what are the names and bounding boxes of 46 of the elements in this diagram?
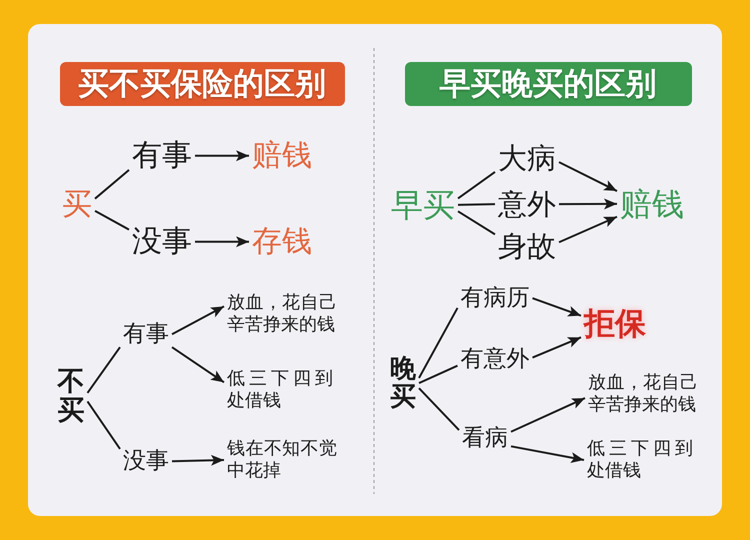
connector-line — [86, 400, 121, 450]
arrow — [558, 161, 618, 192]
heading-banner: 买不买保险的区别 — [60, 62, 344, 106]
arrow — [171, 346, 225, 384]
arrow — [195, 236, 249, 248]
connector-line — [86, 346, 121, 394]
arrow — [559, 198, 617, 210]
arrow — [532, 336, 582, 359]
connector-line — [418, 364, 458, 384]
arrow — [195, 150, 249, 162]
branch-text: 没事 — [120, 445, 172, 478]
branch-text: 看病 — [459, 422, 511, 454]
branch-text: 有事 — [120, 318, 172, 350]
arrow — [510, 397, 586, 433]
outcome-text: 钱在不知不觉中花掉 — [224, 434, 340, 486]
root-text: 早买 — [388, 184, 458, 226]
connector-line — [418, 387, 460, 431]
connector-line — [457, 210, 496, 236]
root-text: 买 — [59, 184, 95, 225]
arrow — [558, 216, 618, 244]
branch-text: 没事 — [129, 222, 195, 262]
arrow — [172, 454, 224, 466]
branch-text: 身故 — [495, 226, 559, 266]
branch-text: 意外 — [495, 184, 559, 224]
branch-text: 有病历 — [458, 282, 532, 314]
root-text: 不买 — [54, 364, 88, 429]
outcome-text: 放血，花自己辛苦挣来的钱 — [224, 288, 340, 340]
connector-line — [94, 169, 130, 200]
arrow — [510, 445, 584, 464]
outcome-text: 赔钱 — [617, 182, 687, 226]
arrow — [172, 305, 224, 336]
heading-banner: 早买晚买的区别 — [404, 62, 692, 106]
outcome-text: 存钱 — [249, 222, 315, 262]
connector-line — [418, 307, 458, 379]
branch-text: 有事 — [129, 136, 195, 176]
branch-text: 有意外 — [458, 343, 532, 376]
connector-line — [457, 171, 496, 200]
outcome-text: 低三下四到处借钱 — [224, 364, 336, 416]
outcome-text: 放血，花自己辛苦挣来的钱 — [585, 368, 701, 420]
outcome-text: 拒保 — [581, 304, 649, 346]
connector-line — [458, 203, 496, 206]
root-text: 晚买 — [387, 352, 419, 415]
outcome-text: 赔钱 — [249, 136, 315, 176]
connector-line — [94, 210, 130, 230]
branch-text: 大病 — [495, 138, 559, 178]
outcome-text: 低三下四到处借钱 — [584, 434, 696, 486]
